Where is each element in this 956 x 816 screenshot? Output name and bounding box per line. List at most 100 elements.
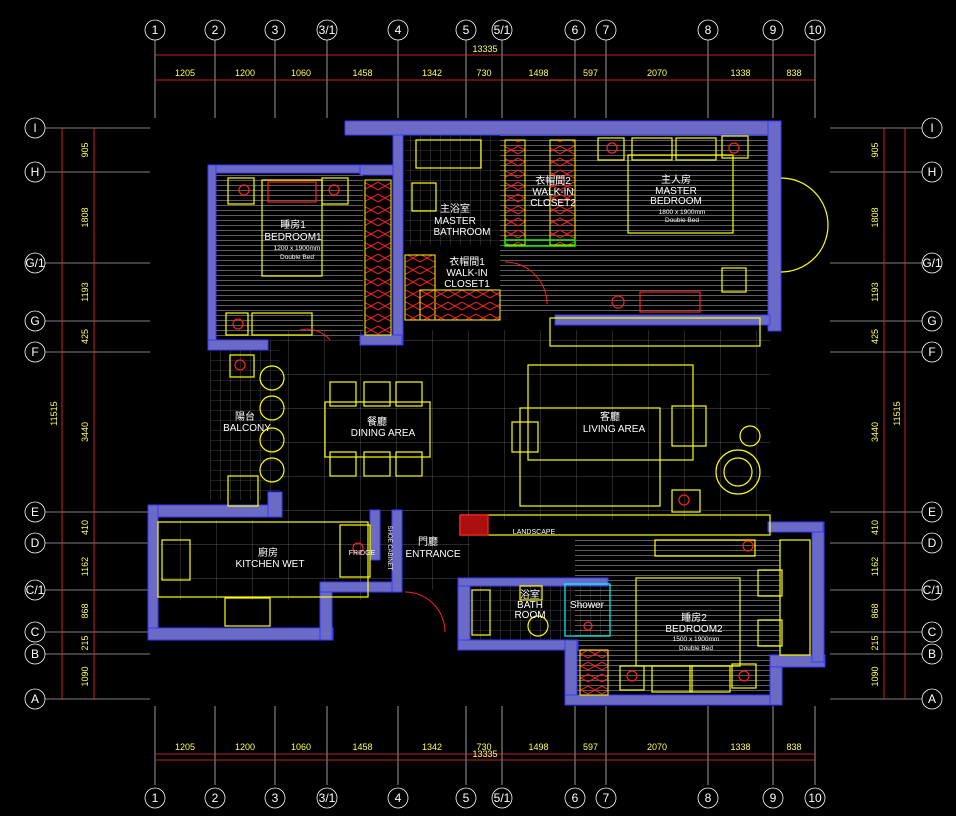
bedroom2-bed-type: Double Bed [679, 645, 713, 652]
axis-bubble-row-right-circle [921, 621, 943, 643]
axis-bubble-row-right-circle [921, 643, 943, 665]
axis-bubble-col-top-circle [387, 19, 409, 41]
balcony-label: BALCONY [223, 423, 271, 434]
axis-bubble-col-top-circle [144, 19, 166, 41]
segment-dimension: 3440 [80, 422, 90, 442]
wardrobes [364, 139, 609, 696]
axis-bubble-col-bottom: 4 [395, 791, 402, 805]
segment-dimension: 905 [870, 142, 880, 157]
axis-bubble-row-left-circle [24, 501, 46, 523]
span-dimension: 838 [786, 742, 801, 752]
axis-bubble-col-bottom: 5 [463, 791, 470, 805]
axis-bubble-row-left-circle [24, 341, 46, 363]
axis-bubble-col-bottom-circle [491, 787, 513, 809]
axis-bubble-col-top: 3/1 [319, 23, 336, 37]
axis-grid-lines [45, 40, 922, 785]
bedroom1-bed-size: 1200 x 1900mm [274, 245, 321, 252]
axis-bubble-col-bottom: 3 [272, 791, 279, 805]
segment-dimension: 215 [870, 635, 880, 650]
axis-bubble-row-right-circle [921, 117, 943, 139]
entrance-zh: 門廳 [418, 535, 438, 548]
span-dimension: 1200 [235, 742, 255, 752]
segment-dimension: 1162 [80, 557, 90, 576]
segment-dimension: 868 [80, 603, 90, 618]
axis-bubble-col-top-circle [491, 19, 513, 41]
axis-bubble-row-left-circle [24, 117, 46, 139]
closet1-label1: WALK-IN [446, 268, 487, 279]
axis-bubble-col-bottom-circle [595, 787, 617, 809]
segment-dimension: 1090 [870, 666, 880, 686]
axis-bubble-col-top-circle [595, 19, 617, 41]
bedroom2-bed-size: 1500 x 1900mm [673, 636, 720, 643]
axis-bubble-row-right: G/1 [922, 256, 942, 270]
bath-label1: BATH [517, 600, 543, 611]
axis-bubble-col-top: 5/1 [494, 23, 511, 37]
axis-bubble-row-right: I [930, 121, 933, 135]
span-dimension: 597 [583, 742, 598, 752]
total-width-dimension: 13335 [472, 44, 497, 54]
axis-bubble-row-right-circle [921, 310, 943, 332]
bedroom1-zh: 睡房1 [280, 218, 306, 231]
span-dimension: 730 [476, 742, 491, 752]
axis-bubble-row-left: D [31, 536, 40, 550]
span-dimension: 2070 [647, 742, 667, 752]
segment-dimension: 410 [80, 520, 90, 535]
axis-bubble-col-top: 4 [395, 23, 402, 37]
closet1-label2: CLOSET1 [444, 279, 490, 290]
dining-zh: 餐廳 [367, 415, 387, 428]
axis-bubble-row-left: I [33, 121, 36, 135]
axis-bubble-row-left: E [31, 505, 39, 519]
axis-bubble-col-bottom: 9 [770, 791, 777, 805]
span-dimension: 1200 [235, 68, 255, 78]
axis-bubble-col-bottom-circle [387, 787, 409, 809]
span-dimension: 1342 [422, 68, 442, 78]
balcony-zh: 陽台 [235, 410, 255, 423]
segment-dimension: 215 [80, 635, 90, 650]
axis-bubble-row-right-circle [921, 252, 943, 274]
axis-bubble-row-left-circle [24, 310, 46, 332]
axis-bubble-row-left-circle [24, 688, 46, 710]
axis-bubble-col-top: 6 [572, 23, 579, 37]
axis-bubble-col-bottom-circle [455, 787, 477, 809]
span-dimension: 1060 [291, 742, 311, 752]
segment-dimension: 1193 [80, 282, 90, 301]
master-label1: MASTER [655, 186, 697, 197]
axis-bubble-row-right: B [928, 647, 936, 661]
bedroom1-bed-type: Double Bed [280, 254, 314, 261]
axis-bubble-col-top: 2 [212, 23, 219, 37]
axis-bubble-row-right: C/1 [923, 583, 942, 597]
segment-dimension: 425 [80, 329, 90, 344]
span-dimension: 1060 [291, 68, 311, 78]
axis-bubble-row-left: C [31, 625, 40, 639]
axis-bubble-col-bottom-circle [564, 787, 586, 809]
shoe-cabinet-label: SHOE CABINET [386, 526, 392, 571]
axis-bubble-row-left: A [31, 692, 39, 706]
span-dimension: 1498 [528, 68, 548, 78]
bath-label2: ROOM [514, 610, 545, 621]
segment-dimension: 1090 [80, 666, 90, 686]
axis-bubble-col-top-circle [264, 19, 286, 41]
axis-bubble-col-bottom-circle [316, 787, 338, 809]
closet1-zh: 衣帽間1 [449, 255, 485, 268]
span-dimension: 1338 [730, 68, 750, 78]
axis-bubble-col-bottom-circle [204, 787, 226, 809]
living-label: LIVING AREA [583, 424, 646, 435]
axis-bubble-col-bottom: 10 [808, 791, 822, 805]
axis-bubble-row-right-circle [921, 688, 943, 710]
segment-dimension: 410 [870, 520, 880, 535]
axis-bubble-row-right-circle [921, 532, 943, 554]
segment-dimension: 905 [80, 142, 90, 157]
span-dimension: 1205 [175, 742, 195, 752]
axis-bubble-row-right: H [928, 165, 937, 179]
segment-dimension: 868 [870, 603, 880, 618]
dimension-lines [61, 54, 906, 761]
axis-bubble-col-bottom: 1 [152, 791, 159, 805]
master-bed-size: 1800 x 1900mm [659, 209, 706, 216]
axis-bubble-col-bottom: 6 [572, 791, 579, 805]
master-label2: BEDROOM [650, 196, 702, 207]
axis-bubble-col-bottom-circle [144, 787, 166, 809]
span-dimension: 1458 [352, 742, 372, 752]
furniture [157, 135, 829, 693]
axis-bubble-row-left: B [31, 647, 39, 661]
